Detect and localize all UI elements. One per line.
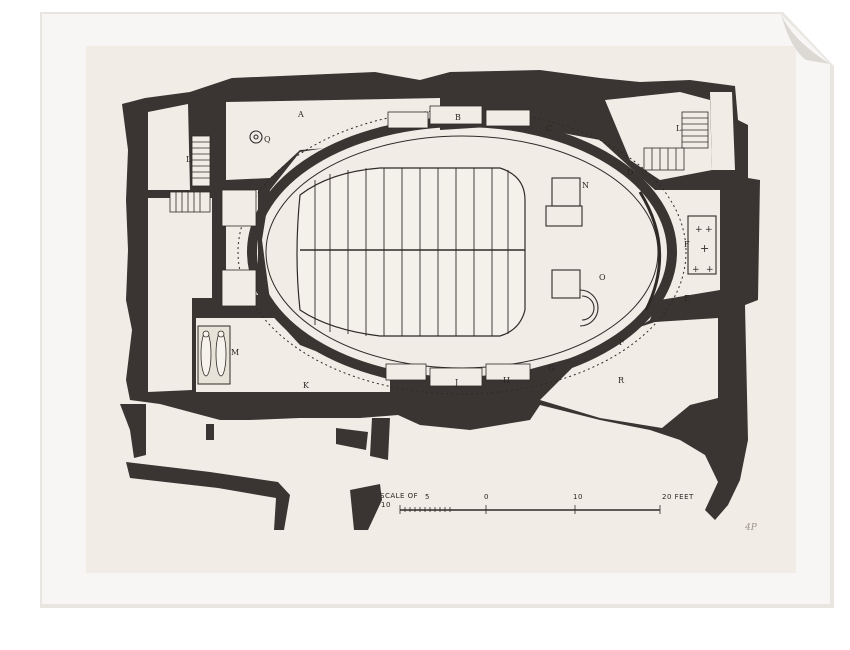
label-room-d: D xyxy=(627,168,633,177)
svg-text:+: + xyxy=(705,225,713,235)
label-room-g: G xyxy=(548,364,554,373)
label-room-n: N xyxy=(582,181,589,190)
stairs xyxy=(169,111,709,213)
svg-text:+: + xyxy=(695,225,703,235)
label-room-l-right: L xyxy=(676,124,682,133)
label-room-q: Q xyxy=(264,135,271,144)
artist-signature: 4P xyxy=(744,523,758,533)
svg-text:+: + xyxy=(706,265,714,275)
room-left-upper xyxy=(148,104,190,190)
scale-title: SCALE OF xyxy=(380,492,418,500)
label-room-c: C xyxy=(546,124,552,133)
room-k-m xyxy=(196,318,390,392)
svg-text:+: + xyxy=(700,242,709,255)
label-room-b: B xyxy=(455,113,461,122)
label-room-f-lower: F xyxy=(619,338,625,347)
wall-openings xyxy=(221,105,531,387)
label-room-h: H xyxy=(503,376,510,385)
page-curl xyxy=(781,14,830,64)
lower-foundations xyxy=(120,404,390,530)
scale-tick-0: 0 xyxy=(484,493,489,501)
label-room-a: A xyxy=(297,110,304,119)
room-label-group: A B C D E F F G H J K L L M N O Q R xyxy=(186,110,690,390)
label-room-e: E xyxy=(684,294,690,303)
label-room-j: J xyxy=(454,378,458,387)
chapel-fittings: + + + + + xyxy=(249,130,717,327)
label-room-o: O xyxy=(599,273,606,282)
room-r xyxy=(540,318,718,428)
scale-bar: SCALE OF 10 5 0 10 20 FEET xyxy=(380,492,694,514)
scale-ticks xyxy=(399,505,661,514)
scale-tick-5: 5 xyxy=(425,493,430,501)
label-room-k: K xyxy=(303,381,310,390)
label-room-l-left: L xyxy=(186,155,192,164)
room-right-corner xyxy=(710,92,735,170)
label-room-m: M xyxy=(231,348,239,357)
label-room-r: R xyxy=(618,376,625,385)
tomb-effigies xyxy=(197,325,231,385)
scale-tick-10: 10 xyxy=(573,493,583,501)
room-left-lower xyxy=(148,198,212,392)
scale-tick-20-feet: 20 FEET xyxy=(662,493,694,501)
scale-left-value: 10 xyxy=(381,501,391,509)
svg-text:+: + xyxy=(692,265,700,275)
label-room-f-upper: F xyxy=(684,240,690,249)
pews-block xyxy=(296,167,526,337)
